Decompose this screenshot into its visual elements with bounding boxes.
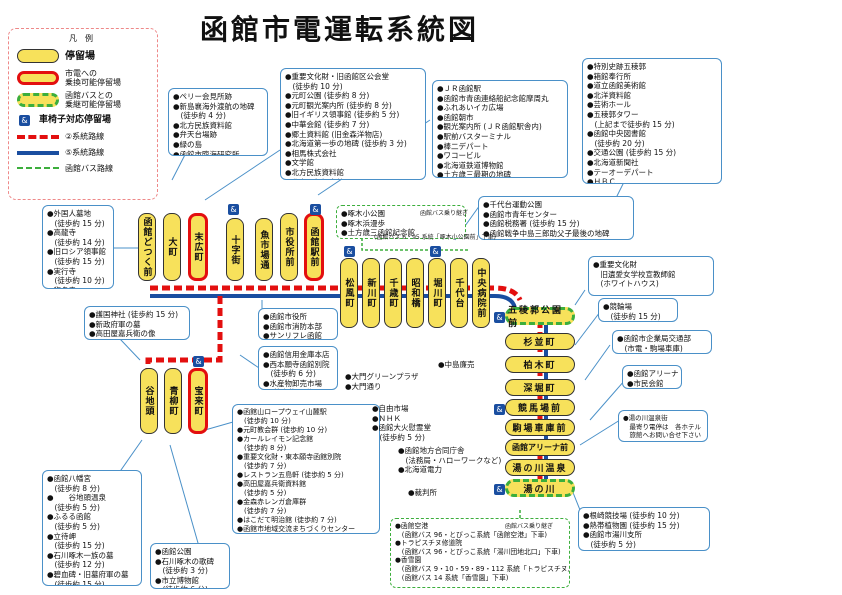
bus-line-1 — [361, 238, 470, 251]
stop-shiyakusho[interactable]: 市役所前 — [280, 213, 298, 281]
info-dokku: ●外国人墓地 (徒歩約 15 分) ●高龍寺 (徒歩約 14 分) ●旧ロシア領… — [42, 205, 114, 289]
info-aoyagi: ●函館公園 ●石川啄木の歌碑 (徒歩約 3 分) ●市立博物館 (徒歩約 6 分… — [150, 543, 230, 589]
stop-yunokawaonsen[interactable]: 湯の川温泉 — [505, 459, 575, 476]
stop-jujigai[interactable]: 十字街 — [226, 218, 244, 281]
stop-goryokaku[interactable]: 五稜郭公園前 — [505, 306, 575, 329]
stop-showa[interactable]: 昭和橋 — [406, 258, 424, 328]
info-yachigashira-bottom: ●函館八幡宮 (徒歩約 8 分) ● 谷地頭温泉 (徒歩約 5 分) ●ふるる函… — [42, 470, 142, 586]
legend-bus-route-label: 函館バス路線 — [65, 164, 113, 173]
wheelchair-icon-jujigai: & — [228, 204, 239, 215]
legend-route2-line — [17, 135, 59, 139]
info-omachi: ●ペリー会見所跡 ●新島襄海外渡航の地碑 (徒歩約 4 分) ●北方民族資料館 … — [168, 88, 268, 156]
legend-route5-label: ⑤系統路線 — [65, 148, 105, 157]
info-matsukaze: ●啄木小公園 ●啄木浜漫歩 ●土方歳三函館記念館 — [336, 205, 466, 239]
wheelchair-icon-goryokaku: & — [494, 312, 505, 323]
wheelchair-icon-horai: & — [193, 356, 204, 367]
wheelchair-icon-ekimae: & — [310, 204, 321, 215]
info-horikawa-bottom: ●裁判所 — [408, 488, 438, 497]
info-shinkawa: ●大門グリーンプラザ ●大門通り — [345, 372, 419, 391]
info-uoichiba: ●函館信用金庫本店 ●西本願寺函館別院 (徒歩約 6 分) ●水産物卸売市場 (… — [258, 346, 338, 390]
info-goryokaku-top: ●特別史跡五稜郭 ●箱館奉行所 ●道立函館美術館 ●北洋資料館 ●芸術ホール ●… — [582, 58, 722, 184]
stop-yunokawa[interactable]: 湯の川 — [505, 479, 575, 497]
legend-bus-swatch — [17, 93, 59, 107]
info-fukabori: ●函館市企業局交通部 (市電・駒場車庫) — [612, 330, 712, 354]
legend-route2-label: ②系統路線 — [65, 132, 105, 141]
info-airport: ●函館空港 (函館バス 96・とびっこ系統「函館空港」下車) ●トラピスチヌ修道… — [390, 518, 570, 588]
airport-bus-tag: 函館バス乗り継ぎ — [505, 523, 554, 530]
info-horikawa: ●函館地方合同庁舎 (法務局・ハローワークなど) ●北海道電力 — [398, 446, 502, 475]
legend-route5-line — [17, 151, 59, 155]
stop-keiba[interactable]: 競馬場前 — [505, 399, 575, 416]
legend-bus-label: 函館バスとの 乗継可能停留場 — [65, 91, 121, 109]
stop-yachigashira[interactable]: 谷地頭 — [140, 368, 158, 434]
stop-shako[interactable]: 駒場車庫前 — [505, 419, 575, 436]
info-suginami: ●重要文化財 旧遺愛女学校宣教師館 (ホワイトハウス) — [588, 256, 714, 296]
info-chiyodai: ●千代台運動公園 ●函館市青年センター ●函館税務署 (徒歩約 15 分) ●函… — [478, 196, 634, 240]
info-shiyakusho: ●函館市役所 ●函館市消防本部 ●サンリフレ函館 — [258, 308, 338, 340]
stop-chitose[interactable]: 千歳町 — [384, 258, 402, 328]
legend-transfer-swatch — [17, 71, 59, 85]
matsukaze-bus-note: (函館バス 6・95 系統「啄木小公園前」下車) — [374, 234, 496, 241]
stop-horaicho[interactable]: 宝来町 — [188, 368, 208, 434]
info-horai: ●函館山ロープウェイ山麓駅 (徒歩約 10 分) ●元町教会群 (徒歩約 10 … — [232, 404, 380, 534]
legend-transfer-label: 市電への 乗換可能停留場 — [65, 69, 121, 87]
legend-stop-swatch — [17, 49, 59, 63]
legend-wheelchair-label: 車椅子対応停留場 — [39, 115, 112, 125]
route5-line — [150, 294, 517, 309]
info-chitose: ●自由市場 ●ＮＨＫ ●函館大火慰霊堂 (徒歩約 5 分) — [372, 404, 432, 442]
stop-chiyodai[interactable]: 千代台 — [450, 258, 468, 328]
legend-bus-line — [17, 167, 59, 169]
wheelchair-icon-matsukaze: & — [344, 246, 355, 257]
legend-stop-label: 停留場 — [65, 51, 95, 62]
info-chiyodai-bottom: ●中島廉売 — [438, 360, 475, 369]
stop-kashiwagi[interactable]: 柏木町 — [505, 356, 575, 373]
info-yachigashira: ●護国神社 (徒歩約 15 分) ●新政府軍の墓 ●高田屋嘉兵衛の像 — [84, 306, 190, 340]
info-arena: ●函館アリーナ ●市民会館 — [622, 365, 682, 389]
stop-uoichiba[interactable]: 魚市場通 — [255, 218, 273, 281]
stop-chuobyoin[interactable]: 中央病院前 — [472, 258, 490, 328]
matsukaze-bus-tag: 函館バス乗り継ぎ — [420, 210, 469, 217]
info-ekimae: ●ＪＲ函館駅 ●函館市青函連絡船記念館摩周丸 ●ふれあいイカ広場 ●函館朝市 ●… — [432, 80, 568, 178]
route2-south-line — [145, 296, 223, 370]
stop-omachi[interactable]: 大町 — [163, 213, 181, 281]
wheelchair-icon: & — [19, 115, 30, 126]
stop-shinkawa[interactable]: 新川町 — [362, 258, 380, 328]
wheelchair-icon-horikawa: & — [430, 246, 441, 257]
wheelchair-icon-keiba: & — [494, 404, 505, 415]
stop-arena[interactable]: 函館アリーナ前 — [505, 439, 575, 456]
legend-title: 凡 例 — [69, 34, 93, 43]
legend: 凡 例 停留場 市電への 乗換可能停留場 函館バスとの 乗継可能停留場 & 車椅… — [8, 28, 158, 200]
stop-suginamicho[interactable]: 杉並町 — [505, 333, 575, 350]
stop-suehiro[interactable]: 末広町 — [188, 213, 208, 281]
page-title: 函館市電運転系統図 — [200, 13, 480, 46]
info-yunokawa: ●根崎競技場 (徒歩約 10 分) ●熱帯植物園 (徒歩約 15 分) ●函館市… — [578, 507, 710, 551]
wheelchair-icon-yunokawa: & — [494, 484, 505, 495]
stop-matsukaze[interactable]: 松風町 — [340, 258, 358, 328]
stop-horikawa[interactable]: 堀川町 — [428, 258, 446, 328]
info-kashiwagi: ●競輪場 (徒歩約 15 分) — [598, 298, 678, 322]
stop-aoyagi[interactable]: 青柳町 — [164, 368, 182, 434]
stop-fukabori[interactable]: 深堀町 — [505, 379, 575, 396]
info-yunokawa-onsen: ●湯の川温泉街 最寄り電停は 各ホテル 旅館へお問い合せ下さい — [618, 410, 708, 442]
stop-dokku[interactable]: 函館どつく前 — [138, 213, 156, 281]
info-suehiro: ●重要文化財・旧函館区公会堂 (徒歩約 10 分) ●元町公園 (徒歩約 8 分… — [280, 68, 426, 180]
stop-ekimae[interactable]: 函館駅前 — [304, 213, 324, 281]
